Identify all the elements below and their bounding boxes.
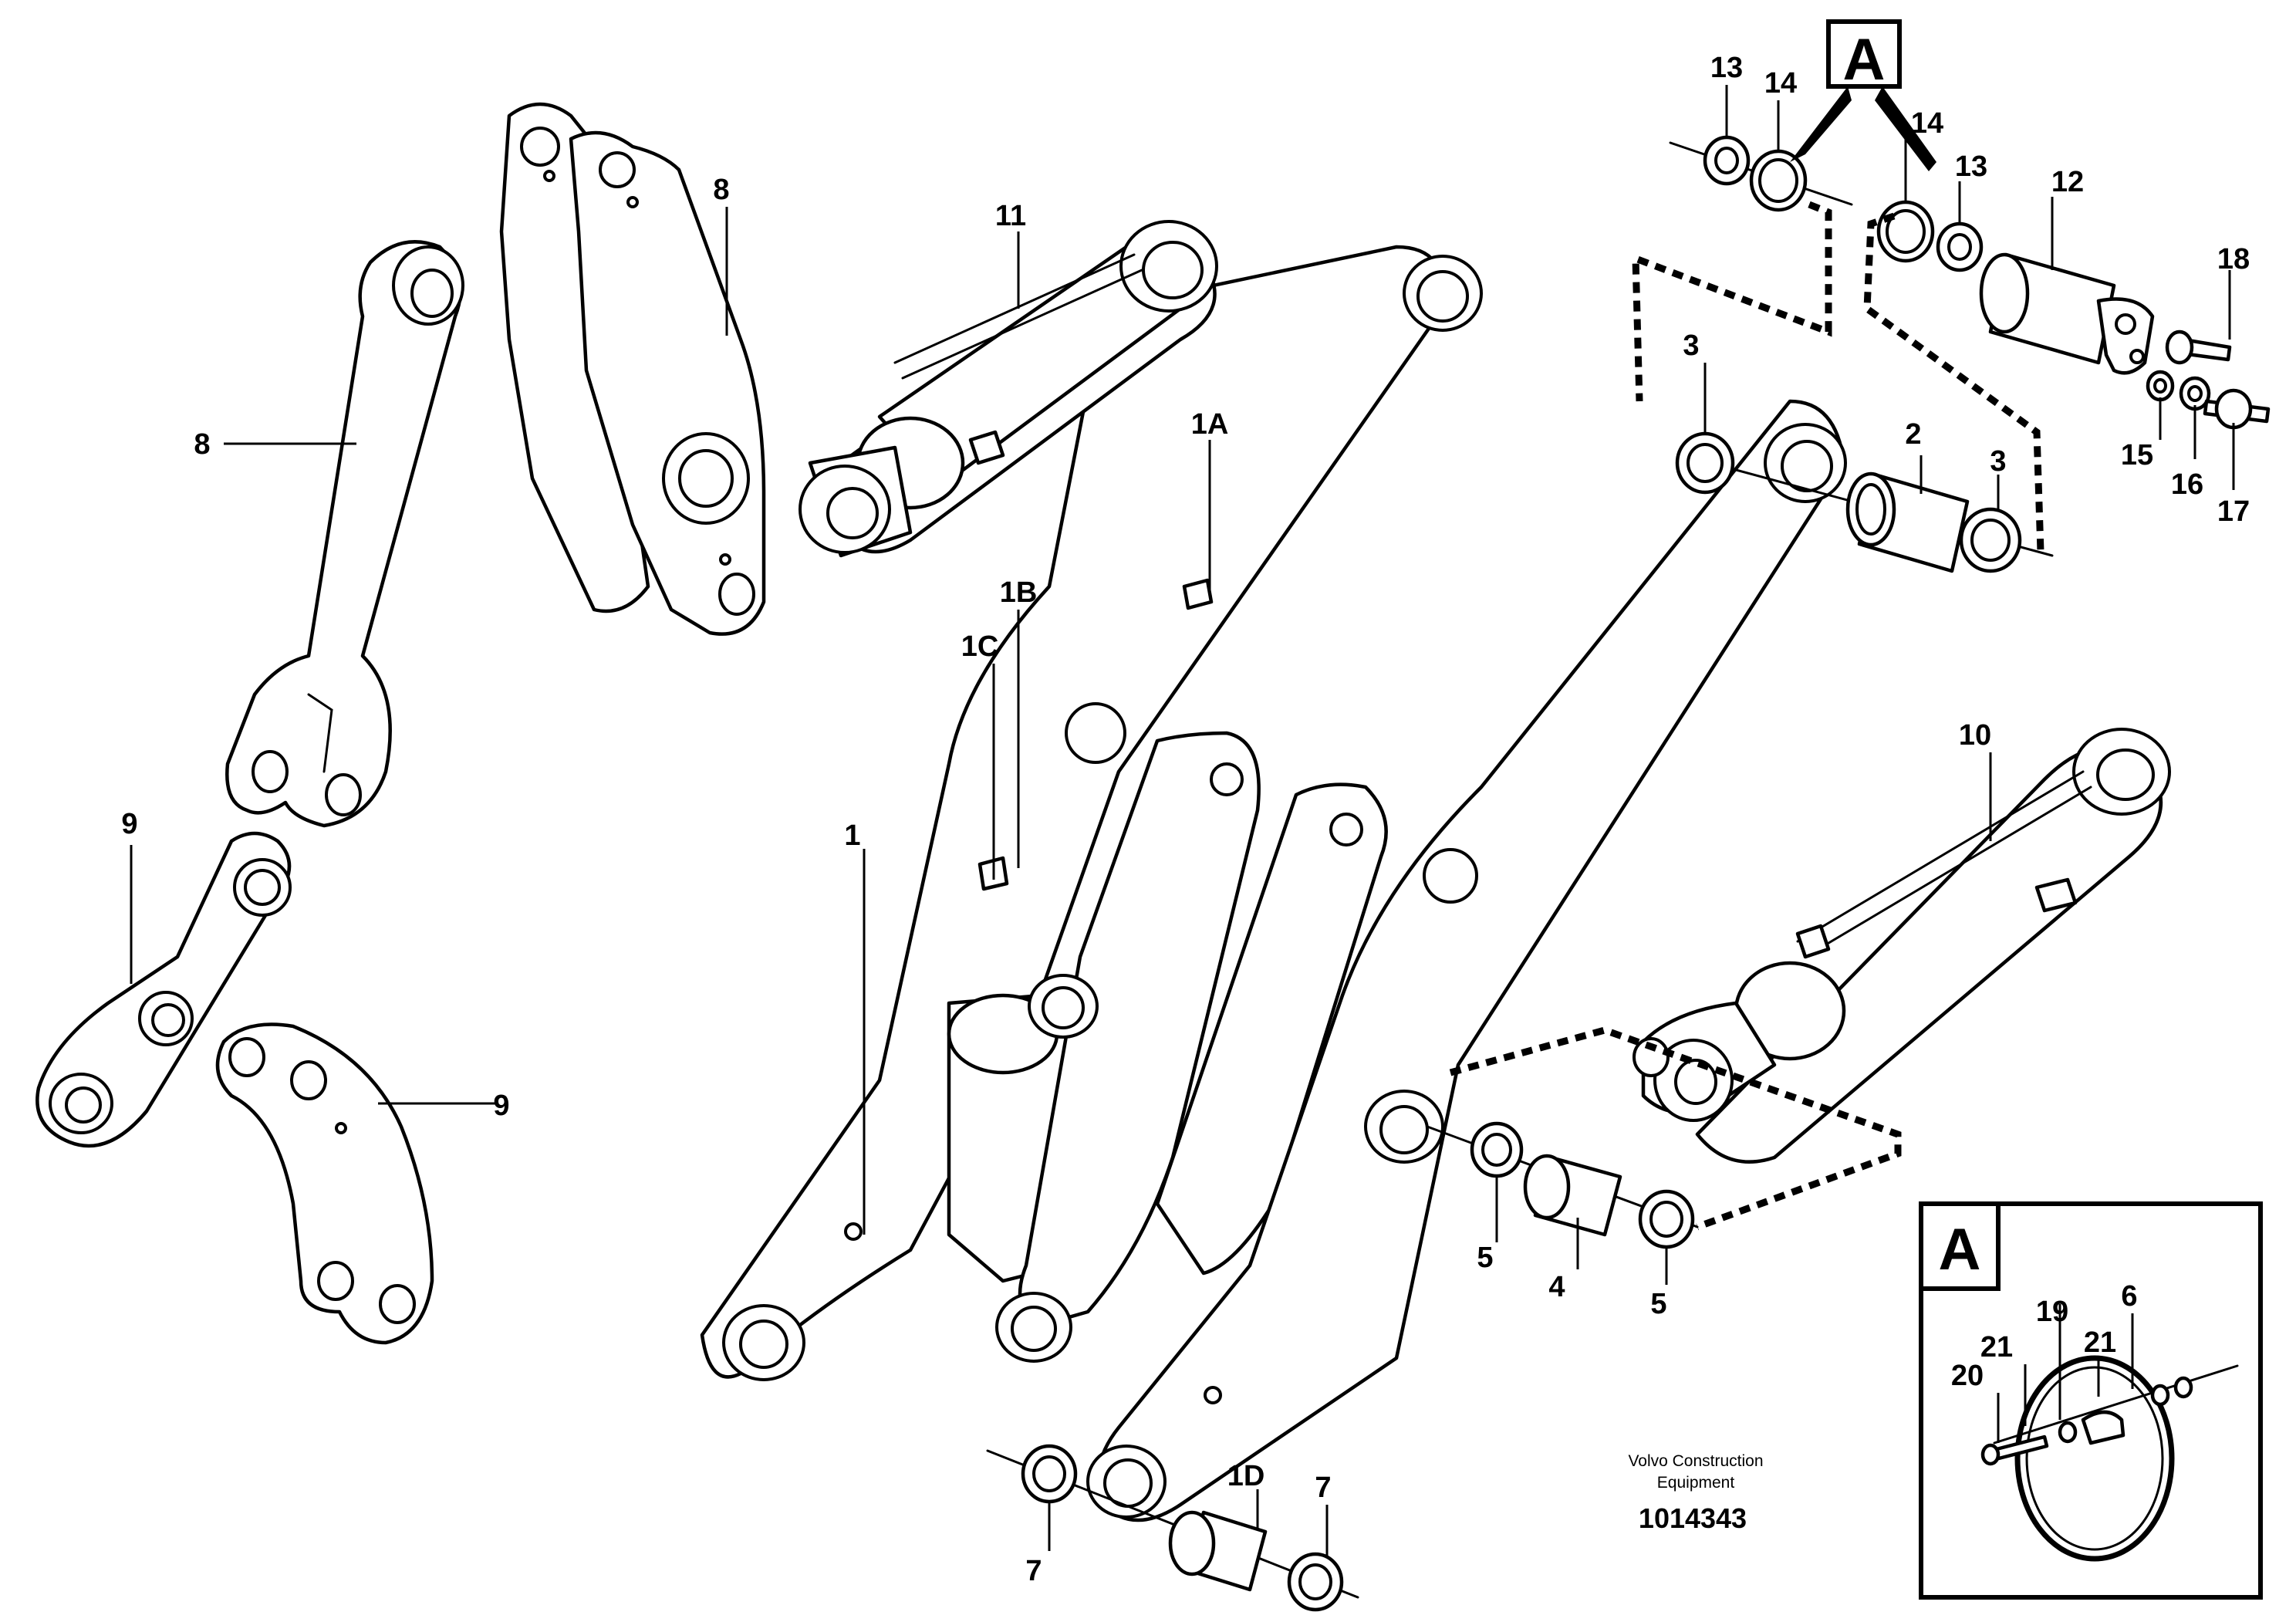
detail-reference-a: A	[1790, 19, 1936, 171]
callout-19: 19	[2036, 1296, 2068, 1328]
callout-1A: 1A	[1191, 408, 1229, 441]
callout-9-left: 9	[121, 808, 137, 840]
callout-14-right: 14	[1911, 107, 1943, 140]
callout-3-right: 3	[1990, 445, 2006, 478]
link-rod-part-8	[225, 240, 464, 828]
callout-12: 12	[2051, 166, 2084, 198]
pin-assembly-lower	[1426, 1121, 1699, 1249]
link-plate-part-9-lower	[215, 1022, 434, 1345]
callout-1: 1	[844, 819, 860, 852]
callout-5-left: 5	[1477, 1242, 1493, 1274]
leader-lines	[130, 85, 2235, 1557]
callout-15: 15	[2121, 439, 2153, 471]
callout-3-left: 3	[1683, 329, 1699, 362]
callout-11: 11	[995, 200, 1026, 232]
credit-line-2: Equipment	[1657, 1474, 1735, 1492]
callout-10: 10	[1959, 719, 1991, 752]
callout-2: 2	[1905, 418, 1921, 451]
callout-labels: 13 14 14 13 12 18 15 16 17 3 2 3 5 4 5 7…	[121, 52, 2250, 1587]
callout-7-right: 7	[1315, 1472, 1331, 1504]
lift-arm-part-1	[700, 245, 1847, 1522]
detail-reference-label: A	[1843, 27, 1886, 93]
callout-21-right: 21	[2084, 1326, 2116, 1359]
pin-assembly-bottom	[986, 1444, 1359, 1612]
callout-4: 4	[1548, 1271, 1565, 1303]
link-plate-part-9-upper	[35, 831, 292, 1148]
cylinder-part-11	[799, 220, 1218, 558]
callout-5-right: 5	[1650, 1288, 1666, 1320]
callout-16: 16	[2171, 468, 2203, 501]
bellcrank-part-8	[499, 102, 766, 636]
callout-1D: 1D	[1227, 1460, 1265, 1492]
callout-17: 17	[2217, 495, 2250, 528]
callout-13-right: 13	[1955, 150, 1987, 183]
detail-box-label: A	[1939, 1217, 1981, 1282]
callout-9-lower: 9	[493, 1090, 509, 1122]
part-number: 1014343	[1639, 1502, 1747, 1534]
credit-line-1: Volvo Construction	[1628, 1452, 1763, 1470]
callout-6: 6	[2121, 1280, 2137, 1313]
callout-13-upper: 13	[1710, 52, 1743, 84]
callout-1C: 1C	[961, 630, 999, 663]
dashed-assembly-lines	[1449, 201, 2044, 1231]
document-credit: Volvo Construction Equipment 1014343	[1628, 1452, 1763, 1534]
detail-box-a: A	[1919, 1201, 2263, 1600]
callout-20: 20	[1951, 1360, 1984, 1392]
callout-8-upper: 8	[713, 174, 729, 206]
callout-21-left: 21	[1980, 1331, 2013, 1363]
callout-18: 18	[2217, 243, 2250, 275]
callout-7-left: 7	[1025, 1555, 1042, 1587]
callout-14-left: 14	[1764, 67, 1797, 100]
pin-assembly-middle	[1675, 431, 2054, 573]
callout-8-left: 8	[194, 428, 210, 461]
callout-1B: 1B	[1000, 576, 1038, 609]
cylinder-part-10	[1633, 728, 2171, 1164]
